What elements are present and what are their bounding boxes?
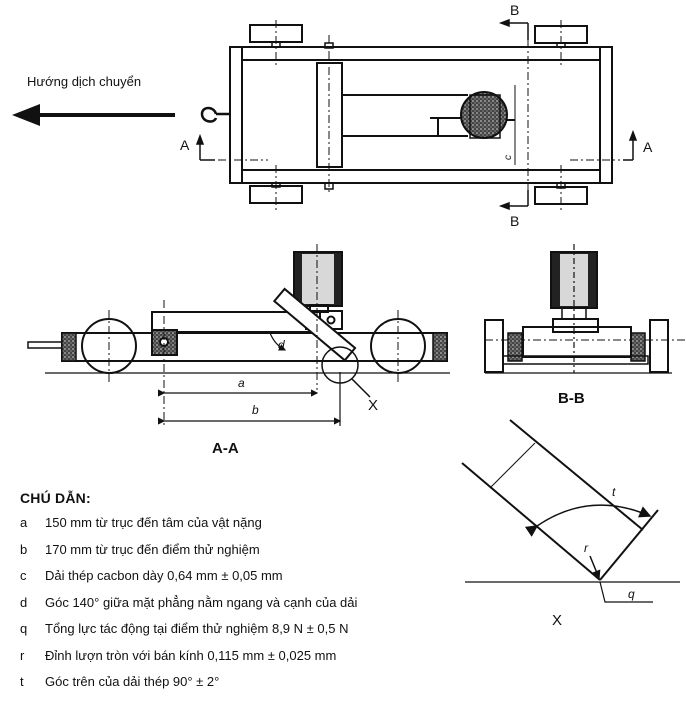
- dim-t-label: t: [612, 485, 616, 499]
- dim-q-label: q: [628, 587, 635, 601]
- legend-key: t: [20, 674, 24, 689]
- dim-d-label: d: [278, 338, 285, 352]
- bb-wheel-right: [649, 319, 669, 373]
- wheel-left: [81, 318, 137, 374]
- section-bb-title: B-B: [558, 390, 585, 407]
- legend: CHÚ DẪN: a 150 mm từ trục đến tâm của vậ…: [20, 490, 460, 701]
- dim-r-label: r: [584, 541, 589, 555]
- legend-text: Góc trên của dải thép 90° ± 2°: [45, 674, 220, 689]
- section-aa-title: A-A: [212, 440, 239, 457]
- legend-item: b 170 mm từ trục đến điểm thử nghiệm: [20, 542, 460, 569]
- detail-x-view: [461, 419, 680, 603]
- direction-arrow: [12, 104, 175, 126]
- dim-c-label: c: [503, 155, 514, 160]
- section-a-label-left: A: [180, 137, 190, 153]
- legend-text: Tổng lực tác động tại điểm thử nghiệm 8,…: [45, 621, 349, 636]
- section-a-marker-right: [623, 129, 638, 161]
- frame-right-bar: [599, 46, 613, 184]
- legend-text: 170 mm từ trục đến điểm thử nghiệm: [45, 541, 260, 557]
- legend-text: Góc 140° giữa mặt phẳng nằm ngang và cạn…: [45, 594, 358, 610]
- direction-label: Hướng dịch chuyển: [27, 74, 142, 89]
- bb-wheel-left: [484, 319, 504, 373]
- steel-strip: [272, 287, 357, 362]
- top-view: [200, 20, 620, 210]
- legend-key: c: [20, 568, 27, 583]
- section-a-marker-left: [195, 133, 215, 161]
- legend-item: a 150 mm từ trục đến tâm của vật nặng: [20, 515, 460, 542]
- legend-item: t Góc trên của dải thép 90° ± 2°: [20, 674, 460, 701]
- section-aa-view: [27, 244, 685, 426]
- legend-key: q: [20, 621, 28, 636]
- legend-item: c Dải thép cacbon dày 0,64 mm ± 0,05 mm: [20, 568, 460, 595]
- detail-x-callout: X: [368, 397, 378, 414]
- dim-a-label: a: [238, 376, 245, 390]
- frame-outer: [229, 46, 613, 184]
- chassis-bar: [61, 332, 448, 362]
- detail-x-title: X: [552, 612, 562, 629]
- section-b-label-top: B: [510, 2, 519, 18]
- frame-left-bar: [229, 46, 243, 184]
- legend-text: Đỉnh lượn tròn với bán kính 0,115 mm ± 0…: [45, 647, 337, 663]
- dim-b-label: b: [252, 403, 259, 417]
- section-bb-view: [484, 244, 672, 374]
- legend-key: r: [20, 647, 25, 663]
- legend-item: q Tổng lực tác động tại điểm thử nghiệm …: [20, 621, 460, 648]
- legend-key: d: [20, 594, 28, 610]
- section-b-label-bottom: B: [510, 213, 519, 229]
- section-a-label-right: A: [643, 139, 653, 155]
- legend-text: 150 mm từ trục đến tâm của vật nặng: [45, 515, 262, 530]
- legend-title: CHÚ DẪN:: [20, 490, 91, 506]
- legend-item: r Đỉnh lượn tròn với bán kính 0,115 mm ±…: [20, 648, 460, 675]
- section-b-marker-bottom: [498, 190, 529, 211]
- legend-item: d Góc 140° giữa mặt phẳng nằm ngang và c…: [20, 595, 460, 622]
- wheel-right: [370, 318, 426, 374]
- legend-key: b: [20, 541, 28, 557]
- legend-key: a: [20, 515, 28, 530]
- legend-text: Dải thép cacbon dày 0,64 mm ± 0,05 mm: [45, 568, 283, 583]
- bb-chassis: [522, 326, 632, 358]
- section-b-marker-top: [498, 18, 529, 40]
